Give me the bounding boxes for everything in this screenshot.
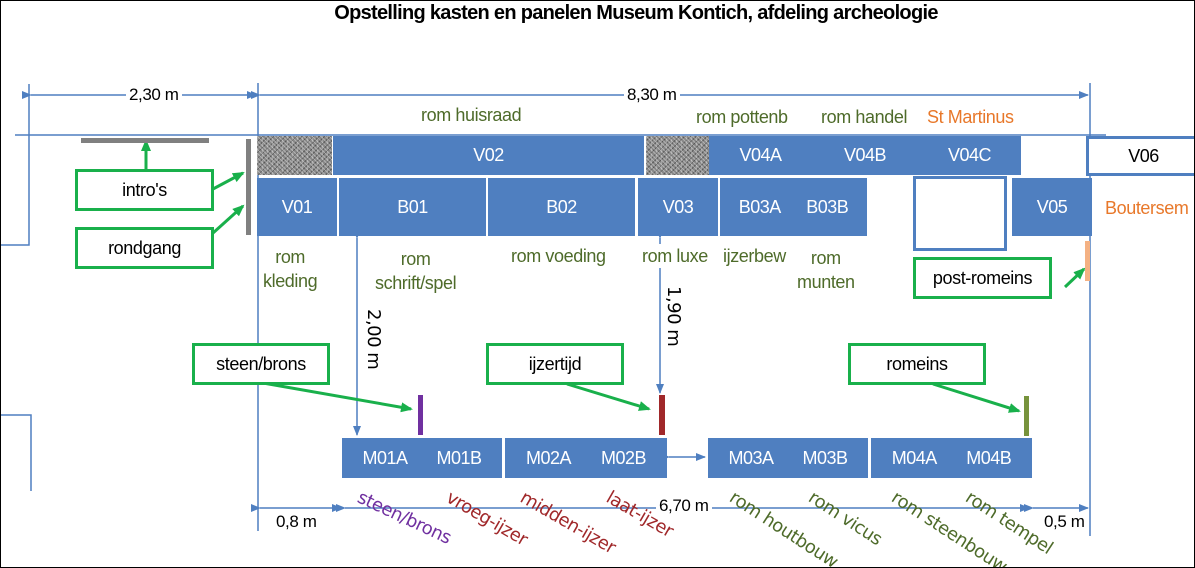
label-rom-kleding: rom kleding (263, 247, 318, 291)
cabinet-b01: B01 (339, 178, 486, 236)
cabinet-v02: V02 (333, 136, 644, 175)
label-rom-pottenb: rom pottenb (696, 107, 788, 127)
label-ijzerbew: ijzerbew (723, 246, 786, 266)
label-rom-schrift-spel: rom schrift/spel (375, 249, 457, 293)
cabinet-m04a: M04A (891, 447, 938, 468)
label-rom-handel: rom handel (821, 107, 908, 127)
cabinet-m03a: M03A (728, 447, 774, 468)
cabinet-m02a: M02A (525, 447, 572, 468)
ijzertijd-panel (659, 395, 665, 435)
cabinet-m03b: M03B (802, 447, 848, 468)
dim-bottom-width: 6,70 m (656, 496, 712, 516)
cabinet-v04: V04A V04B V04C (709, 136, 1021, 175)
label-rom-munten: rom munten (797, 248, 855, 292)
cabinet-b03b: B03B (806, 196, 849, 217)
noise-panel-left (257, 136, 332, 175)
cabinet-m02: M02A M02B (505, 438, 667, 478)
cabinet-b02: B02 (488, 178, 635, 236)
callout-romeins: romeins (848, 343, 986, 385)
romeins-panel (1024, 396, 1029, 436)
callout-ijzertijd: ijzertijd (486, 343, 624, 385)
cabinet-v03: V03 (638, 178, 718, 236)
dim-main-width: 8,30 m (624, 85, 680, 105)
page-title: Opstelling kasten en panelen Museum Kont… (334, 2, 938, 24)
callout-rondgang: rondgang (75, 227, 214, 269)
label-rom-luxe: rom luxe (642, 244, 708, 268)
dim-gap: 1,90 m (663, 286, 684, 347)
callout-post-romeins: post-romeins (913, 257, 1052, 299)
cabinet-m01: M01A M01B (342, 438, 502, 478)
cabinet-m01b: M01B (436, 447, 482, 468)
cabinet-v04a: V04A (739, 145, 782, 165)
rondgang-panel (246, 139, 251, 235)
cabinet-b03: B03A B03B (720, 178, 867, 236)
dim-offset-left: 0,8 m (273, 512, 320, 532)
cabinet-m04b: M04B (966, 447, 1012, 468)
dim-left-width: 2,30 m (126, 85, 182, 105)
intro-panel (81, 138, 209, 143)
cabinet-v04b: V04B (843, 145, 887, 165)
cabinet-v06: V06 (1086, 136, 1194, 176)
noise-panel-right (646, 136, 709, 175)
cabinet-v05: V05 (1012, 178, 1092, 236)
cabinet-m01a: M01A (362, 447, 408, 468)
cabinet-m02b: M02B (600, 447, 647, 468)
label-rom-huisraad: rom huisraad (421, 105, 522, 125)
dim-offset-right: 0,5 m (1041, 512, 1088, 532)
steen-brons-panel (418, 395, 423, 435)
cabinet-v01: V01 (257, 178, 337, 236)
label-rom-voeding: rom voeding (511, 246, 606, 266)
cabinet-v04c: V04C (947, 145, 992, 165)
empty-cabinet-outline (913, 176, 1007, 251)
cabinet-m03: M03A M03B (708, 438, 868, 478)
dim-depth: 2,00 m (363, 309, 384, 370)
cabinet-m04: M04A M04B (871, 438, 1032, 478)
cabinet-b03a: B03A (738, 196, 782, 217)
label-boutersem: Boutersem (1105, 198, 1189, 218)
post-romeins-panel (1085, 241, 1090, 281)
callout-steen-brons: steen/brons (192, 343, 330, 385)
callout-intros: intro's (75, 169, 214, 211)
label-st-martinus: St Martinus (927, 107, 1014, 127)
